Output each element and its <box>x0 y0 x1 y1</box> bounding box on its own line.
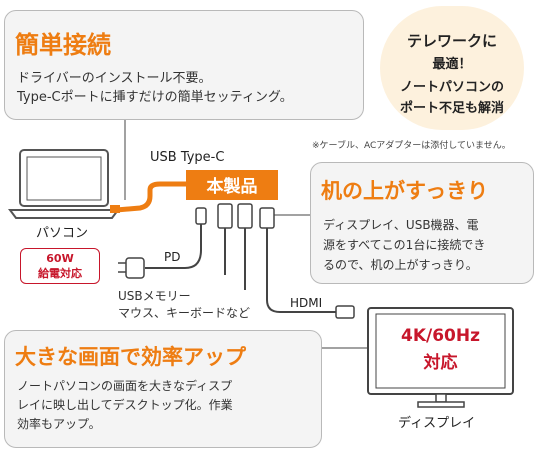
hdmi-cable <box>266 228 338 313</box>
feature-body-desk: ディスプレイ、USB機器、電 源をすべてこの1台に接続でき るので、机の上がすっ… <box>323 218 486 272</box>
usb-plug <box>217 203 233 229</box>
feature-body-big: ノートパソコンの画面を大きなディスプ レイに映し出してデスクトップ化。作業 効率… <box>17 379 233 431</box>
hdmi-plug <box>259 207 275 229</box>
pd-cable <box>145 224 202 269</box>
usb-c-cable <box>115 181 186 213</box>
power-plug-icon <box>118 257 145 279</box>
usb-type-c-label: USB Type-C <box>150 150 225 165</box>
hdmi-label: HDMI <box>290 296 323 310</box>
pd-plug <box>195 207 207 225</box>
feature-box-big: 大きな画面で効率アップ ノートパソコンの画面を大きなディスプ レイに映し出してデ… <box>4 330 322 448</box>
power-badge-line1: 60W <box>46 252 74 265</box>
pc-label: パソコン <box>36 226 89 241</box>
feature-heading-desk: 机の上がすっきり <box>321 179 489 203</box>
product-label: 本製品 <box>206 177 258 197</box>
laptop-icon <box>8 149 120 219</box>
pd-label: PD <box>164 250 181 264</box>
feature-body-simple: ドライバーのインストール不要。 Type-Cポートに挿すだけの簡単セッティング。 <box>17 71 293 105</box>
power-badge-line2: 給電対応 <box>38 267 82 280</box>
usb-plug-2 <box>237 203 253 229</box>
feature-heading-simple: 簡単接続 <box>15 31 111 59</box>
feature-heading-big: 大きな画面で効率アップ <box>15 345 246 369</box>
telework-line3: ノートパソコンの <box>399 80 504 95</box>
feature-box-desk: 机の上がすっきり ディスプレイ、USB機器、電 源をすべてこの1台に接続でき る… <box>310 162 534 284</box>
telework-badge: テレワークに 最適！ ノートパソコンの ポート不足も解消 <box>380 6 524 130</box>
display-screen-line2: 対応 <box>423 353 458 373</box>
telework-line2: 最適！ <box>432 57 472 72</box>
telework-line1: テレワークに <box>406 32 497 50</box>
hdmi-end-plug <box>335 305 355 319</box>
note-text: ※ケーブル、ACアダプターは添付していません。 <box>312 141 511 151</box>
telework-line4: ポート不足も解消 <box>399 101 504 116</box>
power-badge: 60W 給電対応 <box>20 248 100 284</box>
display-label: ディスプレイ <box>398 416 476 431</box>
display-screen-text: 4K/60Hz 対応 <box>376 326 505 373</box>
display-monitor-icon <box>367 307 514 408</box>
product-hub-body <box>186 170 278 200</box>
usb-memory-label: USBメモリー マウス、キーボードなど <box>118 289 251 320</box>
feature-box-simple: 簡単接続 ドライバーのインストール不要。 Type-Cポートに挿すだけの簡単セッ… <box>4 10 364 120</box>
display-screen-line1: 4K/60Hz <box>401 326 480 346</box>
usb-c-plug <box>110 205 120 213</box>
